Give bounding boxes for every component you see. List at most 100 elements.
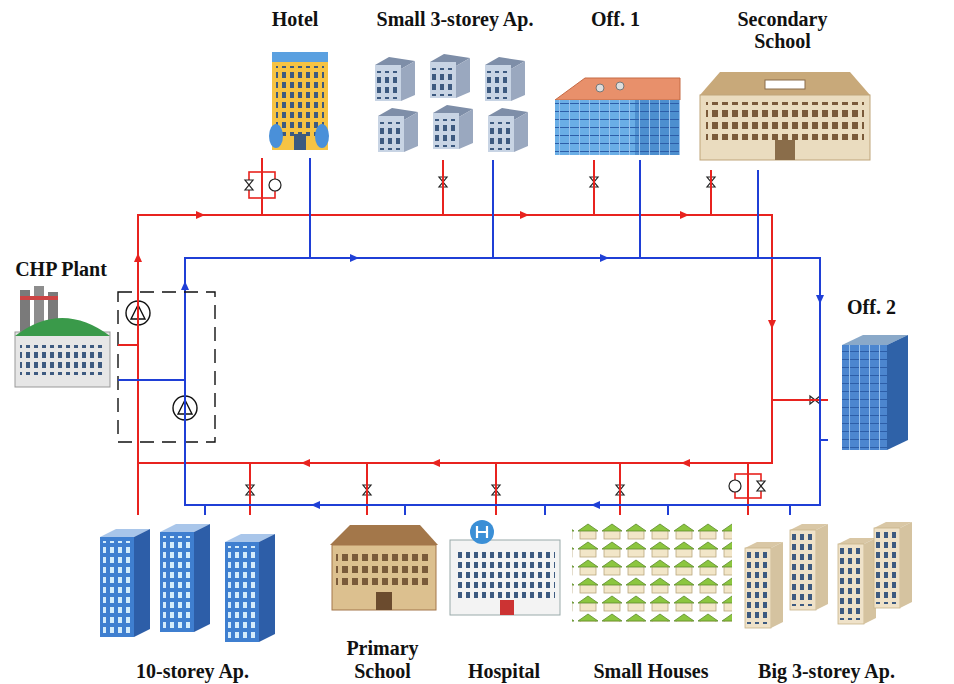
building-label: Hotel [272,8,319,30]
flow-arrow [134,211,776,467]
building-label: Off. 1 [591,8,640,30]
return-pipe [118,380,790,515]
supply-pipe [118,215,828,400]
building-label: Secondary School [718,8,848,53]
return-pipe [118,380,205,515]
return-pipe [118,160,820,505]
small-houses-icon [572,522,732,622]
building-node: Secondary School [695,8,870,170]
chp-plant-icon [20,345,105,375]
building-label: 10-storey Ap. [136,660,249,682]
office-icon [555,100,680,155]
supply-pipe [118,160,594,345]
school-icon [775,140,795,160]
school-icon [330,525,438,610]
building-node: Small 3-storey Ap. [365,8,545,160]
building-label: CHP Plant [15,258,107,280]
chp-plant-icon [15,332,110,387]
building-label: Off. 2 [847,296,896,318]
valve [245,177,820,495]
hotel-icon [315,124,329,148]
return-pipe [118,380,828,505]
building-label: Big 3-storey Ap. [758,660,895,682]
supply-pipe [118,160,443,345]
building-node: Primary School [324,515,442,682]
pipe-ring [138,215,820,515]
apartment-block-icon [433,105,473,149]
supply-pipe [118,215,772,515]
school-icon [706,102,864,140]
building-node: 10-storey Ap. [90,515,295,682]
pump-symbol [269,179,281,191]
office-icon [555,78,680,155]
hospital-icon [500,600,514,615]
office-icon [616,82,624,90]
return-pipe [118,380,405,515]
return-pipe [118,380,545,515]
apartment-tower-icon [745,522,912,628]
return-pipe [118,170,820,505]
tower-block-icon [100,524,275,642]
valve-loop [249,172,761,498]
apartment-block-icon [378,108,418,152]
building-node: Off. 1 [548,8,683,160]
pipe-ring [138,215,772,515]
tower-block-icon [225,534,275,642]
pump-station [118,292,215,442]
hospital-icon [477,526,487,538]
supply-pipe [118,215,772,515]
office-icon [555,78,680,100]
building-node: Big 3-storey Ap. [738,515,915,682]
office-icon [596,84,604,92]
school-icon [376,592,392,610]
school-icon [700,72,870,160]
flow-arrow [181,281,189,290]
school-icon [330,525,438,545]
flow-arrow [181,254,824,509]
hospital-icon [450,540,560,615]
hospital-icon [450,520,560,615]
small-houses-icon [572,522,732,622]
return-pipe [118,380,668,515]
building-label: Primary School [328,637,438,682]
apartment-block-icon [375,57,415,101]
building-label: Small Houses [593,660,708,682]
building-label: Small 3-storey Ap. [377,8,534,30]
chp-plant-icon [15,286,110,387]
tower-block-icon [100,529,150,637]
building-node: Hotel [250,8,340,158]
pump-symbol [269,179,741,492]
chp-plant-icon [20,296,58,300]
supply-pipe [118,215,772,515]
apartment-tower-icon [838,538,876,624]
school-icon [332,545,436,610]
building-node: Off. 2 [828,296,915,456]
apartment-block-icon [430,54,470,98]
valve [245,180,253,190]
school-icon [700,95,870,160]
building-node: CHP Plant [4,258,118,390]
hotel-icon [272,52,328,62]
office-tower-icon [842,345,887,450]
school-icon [700,72,870,95]
hotel-icon [269,52,329,150]
apartment-tower-icon [790,524,828,610]
school-icon [336,550,432,588]
hospital-icon [455,552,555,602]
apartment-block-icon [375,54,528,152]
building-node: Hospital [445,515,563,682]
apartment-block-icon [488,108,528,152]
hotel-icon [269,124,283,148]
building-node: Small Houses [568,515,734,682]
supply-pipe [118,158,262,345]
supply-pipe [118,215,772,515]
apartment-tower-icon [874,522,912,608]
office-tower-icon [887,335,908,450]
pipe-ring [185,258,820,505]
return-pipe [118,158,820,505]
apartment-tower-icon [745,542,783,628]
tower-block-icon [160,524,210,632]
